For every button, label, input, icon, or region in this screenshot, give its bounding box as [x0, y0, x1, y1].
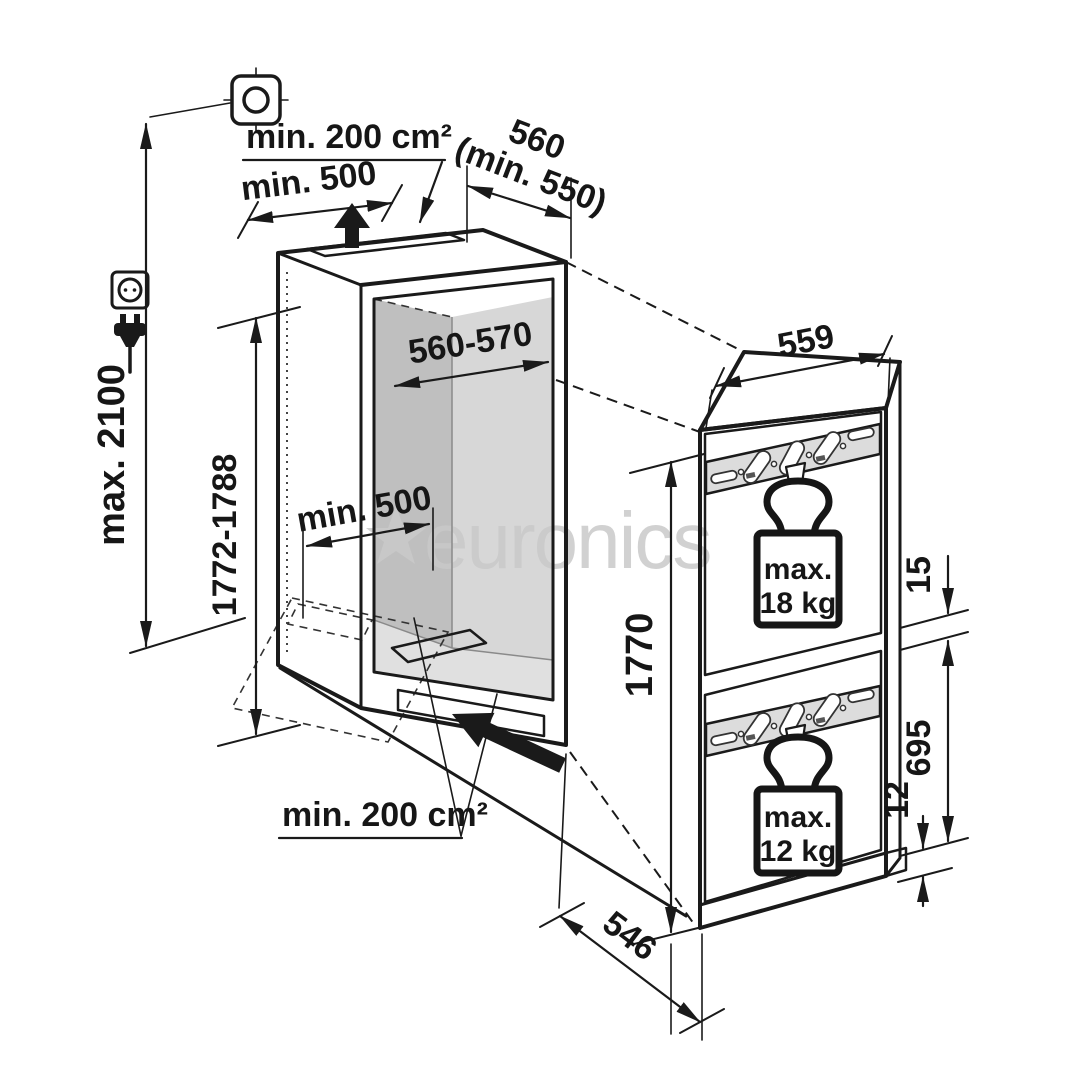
dim-gap-bottom: 12 [878, 781, 953, 908]
door-bracket-strip-upper [704, 422, 882, 496]
power-socket-icon [110, 270, 150, 310]
label-max-ceiling-height: max. 2100 [91, 364, 133, 546]
dim-vent-bottom: min. 200 cm² [277, 617, 498, 840]
floor-footprint-dashed [230, 597, 450, 743]
dim-clearance-above: min. 500 [237, 154, 403, 239]
floor-vent-strip [390, 628, 488, 664]
airflow-in-arrow-icon [452, 712, 566, 773]
niche-top-face [278, 230, 566, 285]
dim-lower-door-height: 695 [899, 639, 969, 857]
projection-top-dashed [565, 261, 745, 353]
dim-appliance-depth: 546 [539, 753, 725, 1041]
niche-left-side [278, 253, 361, 708]
label-gap-bottom: 12 [878, 781, 916, 819]
plinth-vent-strip [396, 688, 546, 738]
max-load-lower-icon: max. 12 kg [753, 733, 843, 877]
upper-door [703, 410, 883, 677]
airflow-up-arrow-icon [334, 203, 370, 248]
mains-connection-symbol [149, 67, 289, 133]
floor-line [278, 666, 688, 918]
dim-hinge-gap-top: 15 [899, 554, 969, 651]
dim-appliance-width: 559 [705, 317, 893, 429]
label-clearance-above: min. 500 [239, 154, 379, 208]
label-niche-height: 1772-1788 [206, 454, 244, 617]
label-appliance-depth: 546 [596, 904, 664, 968]
dim-niche-height: 1772-1788 [206, 306, 301, 747]
max-load-lower-line1: max. [764, 801, 832, 834]
max-load-upper-line1: max. [764, 553, 832, 586]
appliance-right-side [886, 362, 900, 876]
appliance-linework: max. 18 kg max. 12 kg [698, 350, 908, 930]
max-load-upper-icon: max. 18 kg [753, 477, 843, 629]
label-vent-top: min. 200 cm² [246, 118, 452, 156]
max-load-lower-line2: 12 kg [760, 835, 837, 868]
projection-bottom-dashed [569, 751, 695, 925]
watermark-text: euronics [424, 496, 710, 585]
niche-linework [230, 203, 745, 925]
lower-door [703, 649, 883, 904]
max-load-upper-line2: 18 kg [760, 587, 837, 620]
power-plug-icon [114, 314, 146, 374]
dim-vent-top: min. 200 cm² [241, 118, 452, 224]
base-step [884, 846, 908, 878]
label-lower-door-height: 695 [900, 720, 938, 777]
label-hinge-gap-top: 15 [900, 556, 938, 594]
dim-max-ceiling-height: max. 2100 [91, 122, 246, 654]
label-appliance-height: 1770 [619, 613, 661, 698]
projection-mid-dashed [555, 379, 701, 433]
